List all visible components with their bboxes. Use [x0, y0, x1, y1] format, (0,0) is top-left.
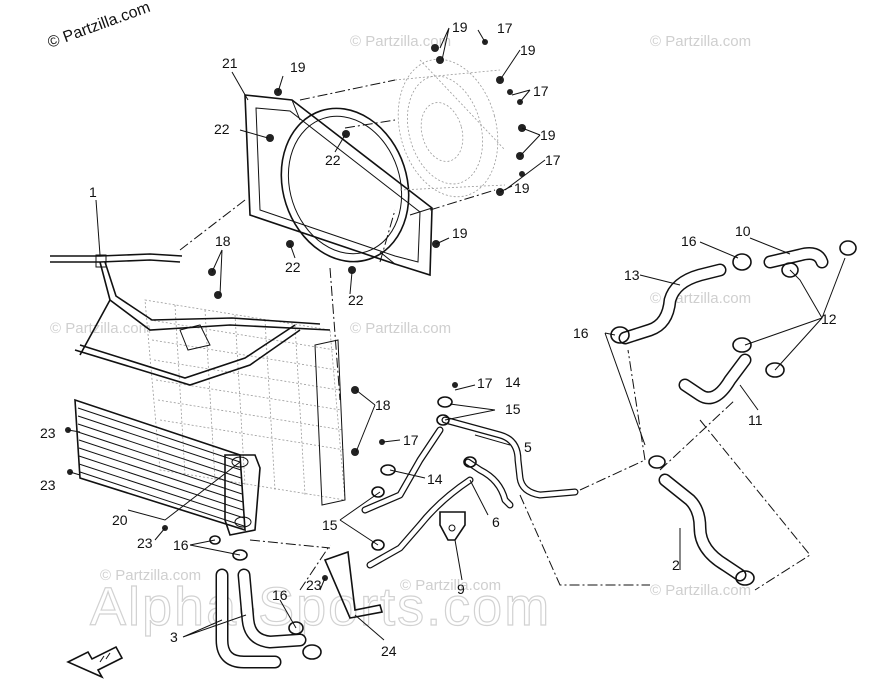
callout-17: 17	[545, 152, 561, 168]
callout-23: 23	[40, 425, 56, 441]
copyright-text: © Partzilla.com	[46, 0, 153, 52]
callout-12: 12	[821, 311, 837, 327]
watermark-text: © Partzilla.com	[100, 567, 201, 584]
callout-22: 22	[285, 259, 301, 275]
callout-3: 3	[170, 629, 178, 645]
watermark-group: © Partzilla.com © Partzilla.com © Partzi…	[50, 33, 751, 638]
callout-10: 10	[735, 223, 751, 239]
watermark-text: © Partzilla.com	[650, 582, 751, 599]
callout-20: 20	[112, 512, 128, 528]
callout-16: 16	[681, 233, 697, 249]
callout-21: 21	[222, 55, 238, 71]
watermark-text: © Partzilla.com	[50, 320, 151, 337]
callout-19: 19	[290, 59, 306, 75]
cooling-fan	[394, 58, 506, 198]
hose-10	[763, 240, 857, 278]
callout-14: 14	[427, 471, 443, 487]
callout-16: 16	[173, 537, 189, 553]
watermark-text: © Partzilla.com	[350, 33, 451, 50]
callout-16: 16	[573, 325, 589, 341]
callout-23: 23	[306, 577, 322, 593]
callout-23: 23	[40, 477, 56, 493]
watermark-text: © Partzilla.com	[350, 320, 451, 337]
callout-18: 18	[375, 397, 391, 413]
callout-22: 22	[325, 152, 341, 168]
oil-cooler	[74, 398, 261, 536]
fan-shroud	[244, 94, 433, 277]
callout-17: 17	[477, 375, 493, 391]
hose-2	[648, 455, 755, 586]
callout-5: 5	[524, 439, 532, 455]
callout-17: 17	[497, 20, 513, 36]
bracket-9	[439, 511, 466, 541]
callout-15: 15	[505, 401, 521, 417]
callout-6: 6	[492, 514, 500, 530]
callout-24: 24	[381, 643, 397, 659]
watermark-text: © Partzilla.com	[650, 33, 751, 50]
callout-9: 9	[457, 581, 465, 597]
callout-14: 14	[505, 374, 521, 390]
fasteners	[65, 39, 526, 581]
callout-19: 19	[452, 19, 468, 35]
callout-22: 22	[348, 292, 364, 308]
callout-11: 11	[748, 412, 763, 428]
routing-lines	[179, 79, 811, 591]
wire-frame	[50, 253, 331, 386]
callout-17: 17	[403, 432, 419, 448]
callout-19: 19	[514, 180, 530, 196]
callout-16: 16	[272, 587, 288, 603]
hose-13	[610, 253, 752, 345]
callout-1: 1	[89, 184, 97, 200]
front-arrow-icon	[66, 645, 124, 679]
pipe-5	[361, 416, 579, 514]
radiator	[144, 299, 346, 506]
callout-18: 18	[215, 233, 231, 249]
callout-23: 23	[137, 535, 153, 551]
callout-2: 2	[672, 557, 680, 573]
watermark-large: Alpha-Sports.com	[90, 577, 551, 637]
leader-lines	[67, 27, 846, 641]
callout-17: 17	[533, 83, 549, 99]
callout-13: 13	[624, 267, 640, 283]
callout-19: 19	[452, 225, 468, 241]
callout-19: 19	[520, 42, 536, 58]
hose-3	[215, 568, 322, 669]
callout-19: 19	[540, 127, 556, 143]
callouts: 1 2 3 5 6 9 10 11 12 13 14 14 15 15 16 1…	[40, 19, 837, 659]
pipe-6	[366, 458, 514, 569]
watermark-text: © Partzilla.com	[400, 577, 501, 594]
hose-11	[678, 337, 785, 405]
callout-22: 22	[214, 121, 230, 137]
callout-15: 15	[322, 517, 338, 533]
bracket-24	[323, 550, 384, 619]
